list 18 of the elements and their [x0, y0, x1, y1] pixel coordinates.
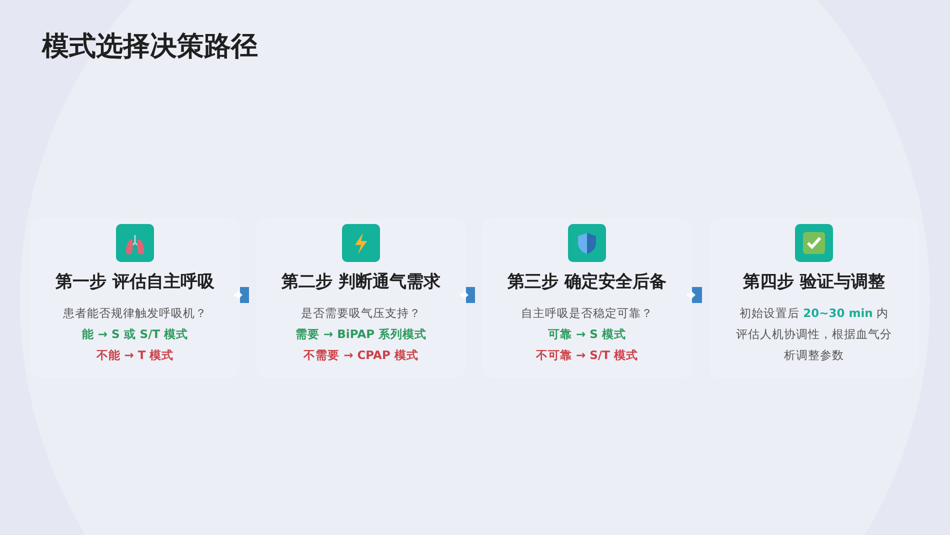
decision-outcome: 不需要 → CPAP 模式: [304, 347, 418, 364]
step-description: 是否需要吸气压支持？: [301, 305, 421, 322]
decision-outcome: 能 → S 或 S/T 模式: [82, 326, 188, 343]
title: 模式选择决策路径: [42, 30, 258, 64]
step-heading: 第四步 验证与调整: [743, 271, 885, 294]
decision-outcome: 不能 → T 模式: [96, 347, 174, 364]
step-description: 自主呼吸是否稳定可靠？: [521, 305, 653, 322]
decision-outcome: 可靠 → S 模式: [548, 326, 626, 343]
step-description: 患者能否规律触发呼吸机？: [63, 305, 207, 322]
arrow-connector: [460, 287, 475, 303]
arrow-connector: [687, 287, 702, 303]
decision-outcome: 不可靠 → S/T 模式: [536, 347, 638, 364]
step-heading: 第二步 判断通气需求: [282, 271, 440, 294]
step-description: 初始设置后 20~30 min 内评估人机协调性，根据血气分析调整参数: [735, 305, 893, 364]
step-heading: 第一步 评估自主呼吸: [56, 271, 214, 294]
step-heading: 第三步 确定安全后备: [508, 271, 666, 294]
arrow-connector: [234, 287, 249, 303]
decision-outcome: 需要 → BiPAP 系列模式: [295, 326, 427, 343]
